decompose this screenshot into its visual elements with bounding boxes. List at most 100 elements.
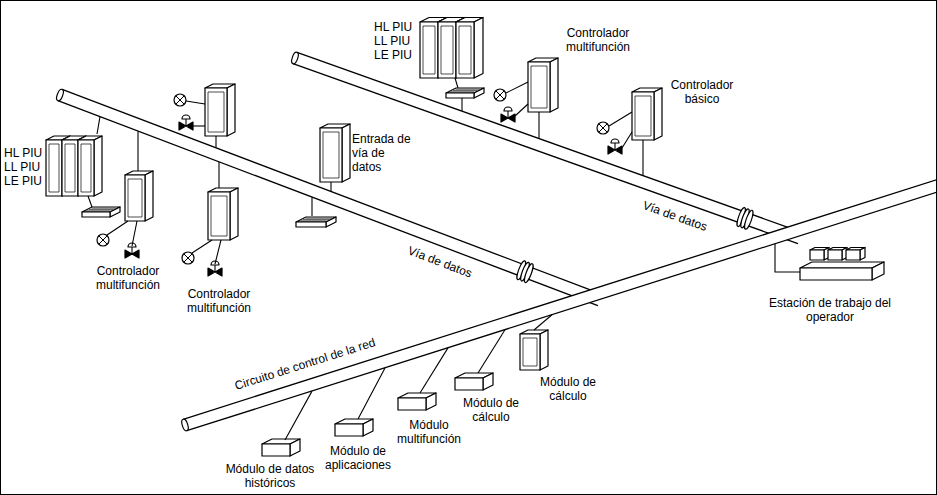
device-label: Controlador multifunción [78,264,178,292]
device-label: Entrada de vía de datos [352,132,416,174]
pipe-body [293,52,802,243]
cabinet-door [441,26,453,74]
indicator-symbol [597,122,609,134]
signal-wire [192,240,212,253]
coupler-ring [523,263,535,284]
cabinet-side [550,58,558,112]
control-cabinet [205,84,235,136]
pipe-edge [183,178,937,420]
keyboard-keys [301,220,327,221]
valve-actuator [611,139,619,143]
indicator-cross [184,254,192,262]
keyboard-keys [87,210,111,211]
piu-cabinet [78,136,102,196]
cabinet-front [438,22,456,78]
cabinet-door [81,144,91,192]
indicator-symbol [174,94,186,106]
cabinet-side [860,248,865,261]
valve-symbol [608,139,622,154]
coupler-ring [743,209,755,230]
indicator-symbol [97,234,109,246]
pipe-end [181,418,190,431]
signal-wire [538,112,539,138]
network-loop [181,178,937,432]
keyboard-keys [306,218,332,219]
operator-console [800,262,884,280]
module-label: Módulo multifunción [392,418,466,446]
data-highway [290,51,802,243]
cabinet-front [528,62,550,112]
signal-wire [609,112,632,126]
indicator-circle [174,94,186,106]
cabinet-door [635,96,651,136]
indicator-cross [599,124,607,132]
indicator-circle [494,89,506,101]
signal-wire [132,221,137,246]
unit-label: LE PIU [374,48,412,62]
signal-wire [461,98,462,111]
indicator-cross [184,254,192,262]
device-label: Controlador multifunción [556,26,640,54]
valve-stem [131,247,132,254]
indicator-cross [496,91,504,99]
valve-actuator [504,107,512,111]
pipe-end [290,51,299,64]
cabinet-front [46,140,62,196]
signal-wire [775,244,800,272]
pipe-body [183,178,937,431]
cabinet-front [800,268,872,280]
pipe-body [58,89,602,305]
cabinet-front [632,92,654,140]
indicator-cross [176,96,184,104]
keyboard-unit [296,217,336,227]
signal-wire [642,140,643,176]
module-box [398,393,436,410]
keyboard-keys [92,208,116,209]
cabinet-front [335,424,363,436]
signal-wire [186,101,205,104]
pipe-end [55,88,64,101]
unit-label: LL PIU [4,160,40,174]
console-monitor [828,248,847,261]
keyboard-front [446,93,474,98]
pipe-edge [187,189,937,431]
signal-wire [455,78,458,88]
cabinet-front [78,140,94,196]
cabinet-front [262,444,290,456]
cabinet-side [654,88,662,140]
valve-stem [507,111,508,118]
cabinet-side [363,419,373,436]
unit-label: HL PIU [374,20,412,34]
cabinet-side [872,262,884,280]
indicator-symbol [494,89,506,101]
indicator-circle [182,252,194,264]
module-label: Módulo de cálculo [460,396,522,424]
signal-wire [218,162,219,188]
signal-wire [137,131,138,171]
keyboard-keys [89,209,113,210]
cabinet-side [426,393,436,410]
cabinet-front [208,192,230,240]
cabinet-side [230,188,238,240]
cabinet-top [800,262,884,268]
module-label: Módulo de cálculo [535,375,601,403]
cabinet-door [523,338,537,366]
cabinet-side [94,136,102,196]
cabinet-door [423,26,435,74]
cabinet-side [342,124,350,182]
signal-wire [534,315,552,330]
signal-wire [193,125,205,126]
valve-stem [185,119,186,126]
piu-cabinet [456,18,483,79]
console-monitor [810,248,829,261]
signal-wire [285,391,312,440]
control-cabinet [528,58,558,112]
unit-label: LE PIU [4,174,42,188]
signal-wire [97,117,100,134]
device-label: Controlador básico [664,78,740,106]
module-label: Módulo de aplicaciones [318,444,398,472]
keyboard-keys [453,90,477,91]
